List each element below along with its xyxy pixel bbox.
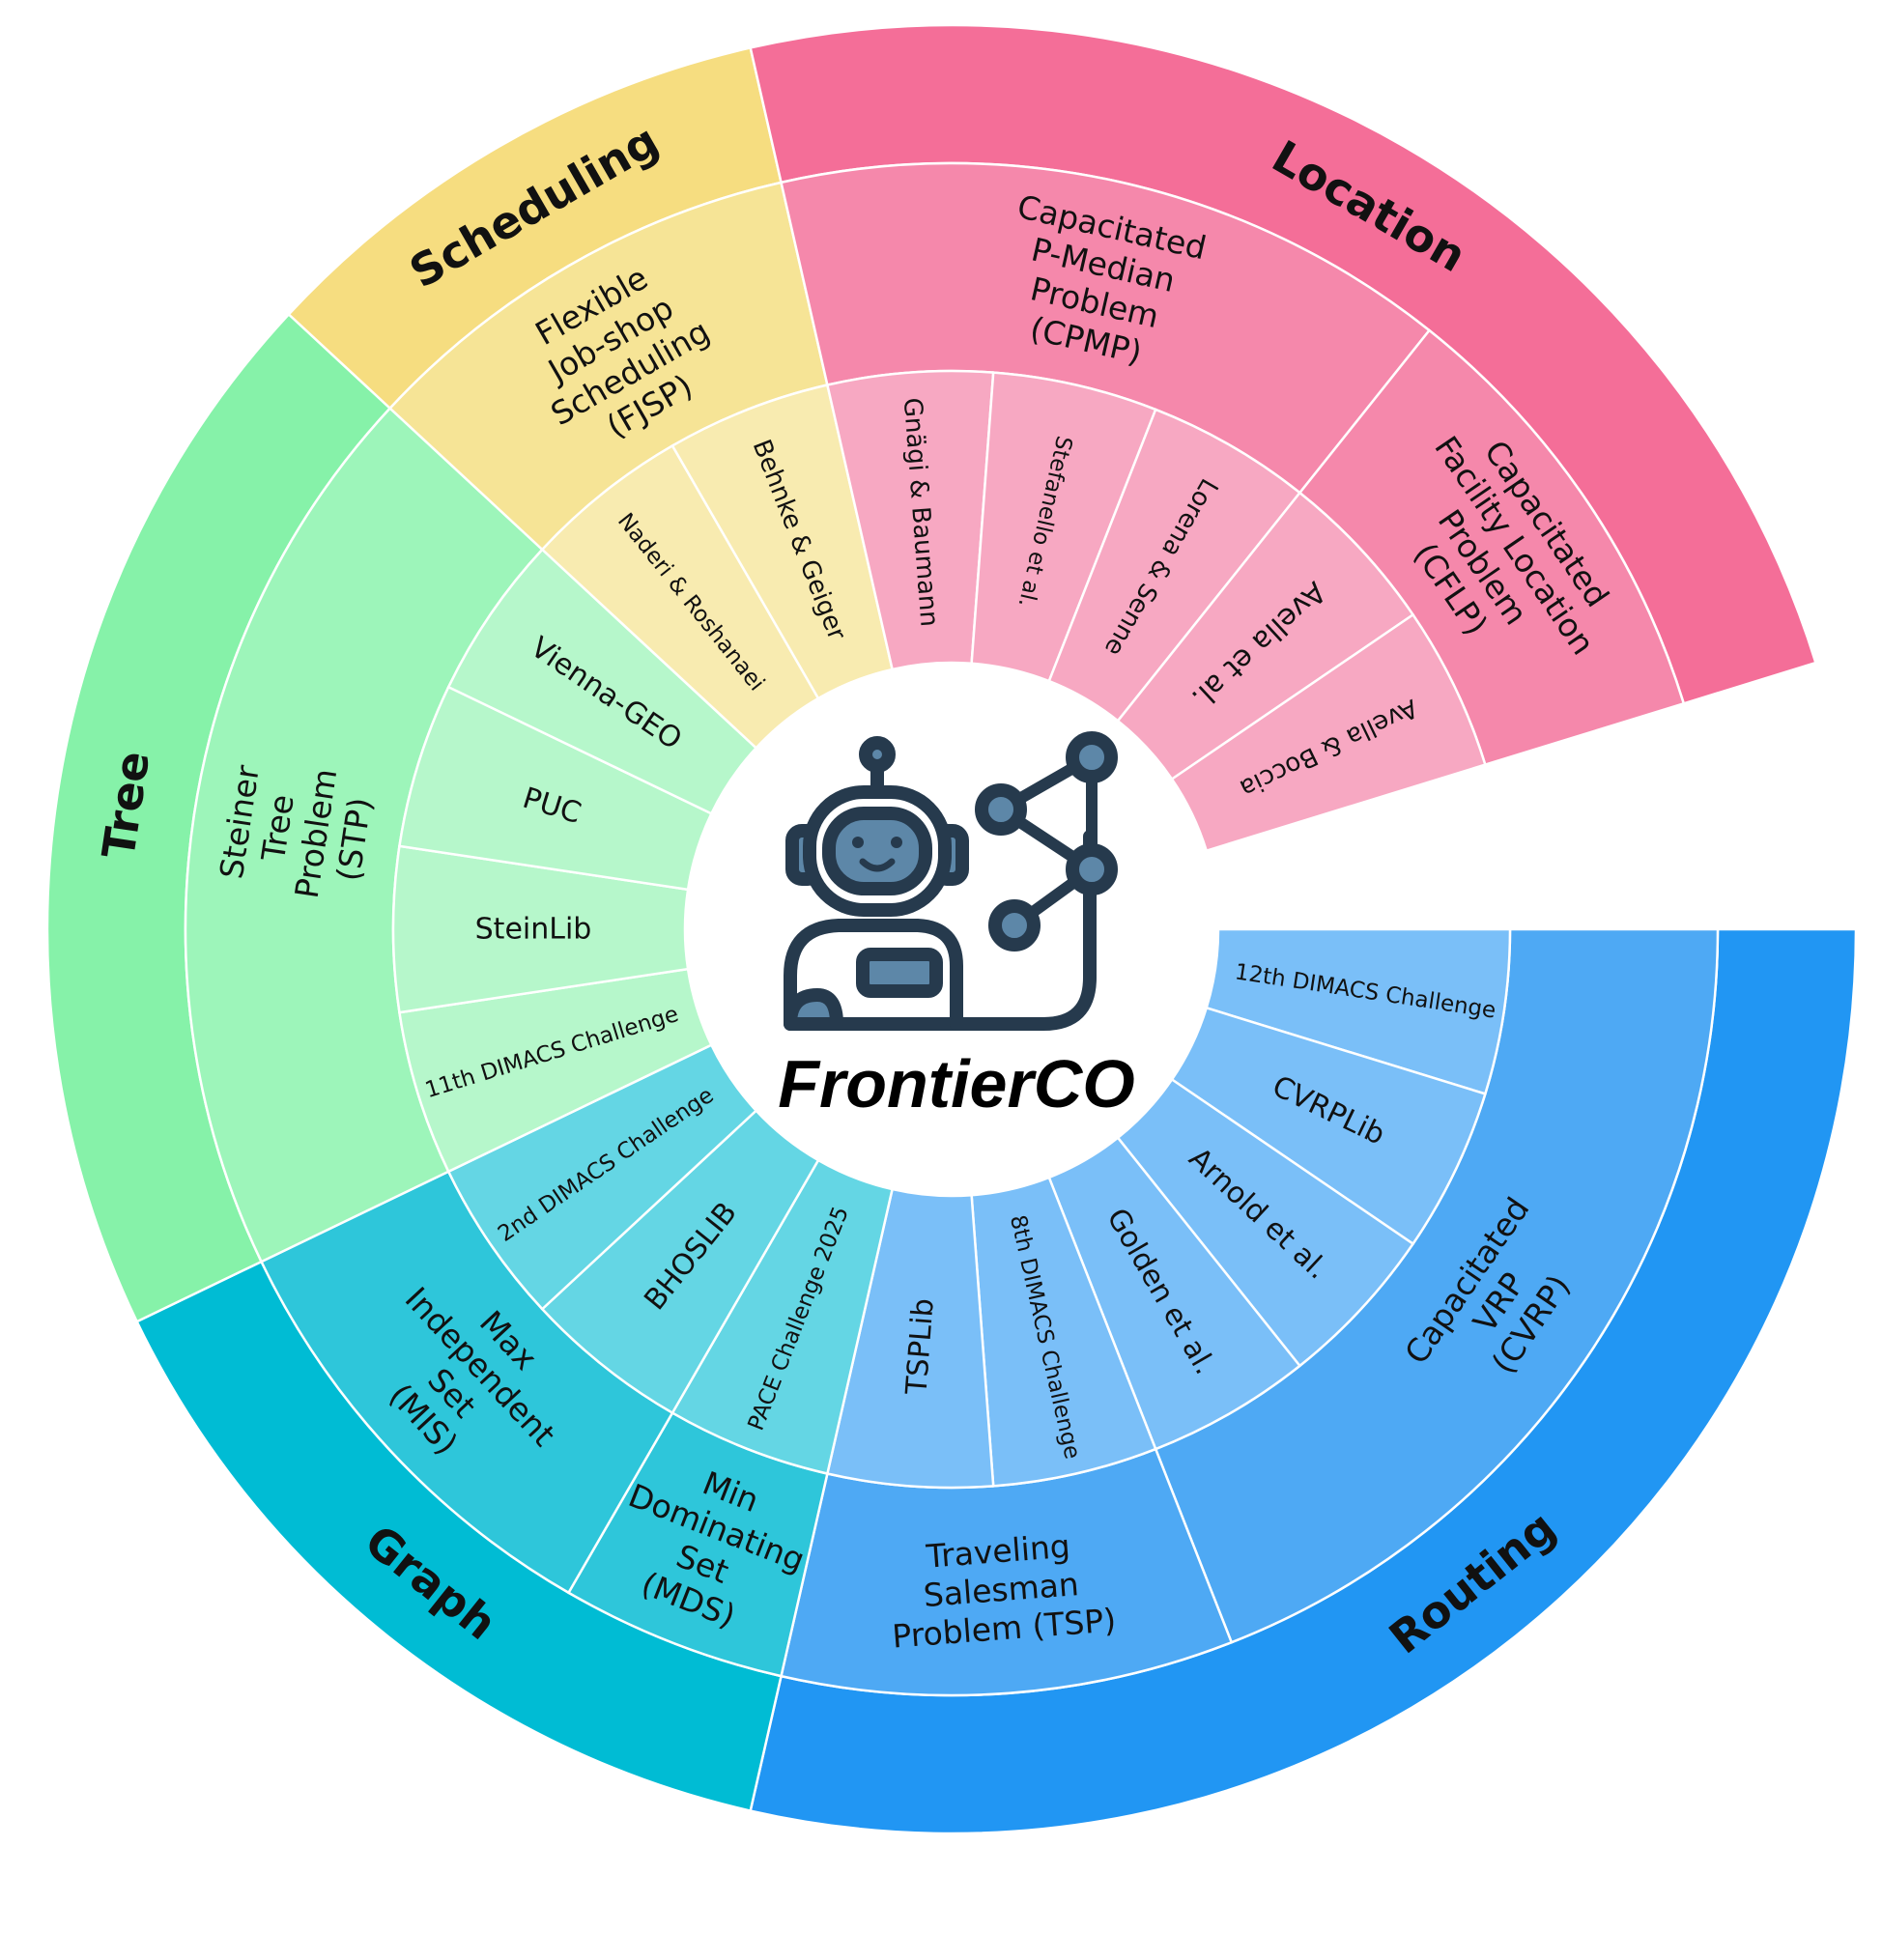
dataset-ring [391,369,1512,1490]
dataset-label-steinlib: SteinLib [475,913,592,947]
center-hub: FrontierCO [685,663,1218,1196]
robot-with-graph-icon [784,731,1118,1031]
dataset-label-tsplib: TSPLib [899,1297,940,1397]
problem-ring [184,161,1720,1697]
center-disc [685,663,1218,1196]
category-ring [45,23,1858,1835]
frontierco-title: FrontierCO [778,1046,1134,1122]
